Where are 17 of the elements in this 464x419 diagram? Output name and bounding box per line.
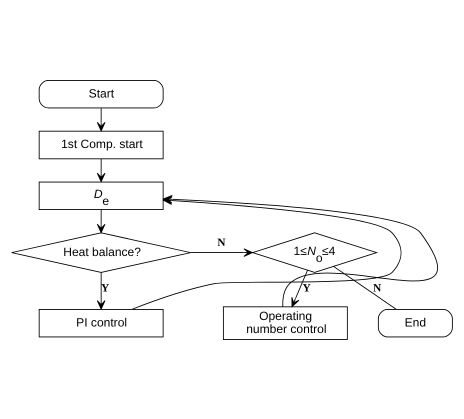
edge-label: Y (302, 282, 311, 294)
arrow (190, 248, 253, 256)
node-box: 1st Comp. start (38, 130, 164, 159)
arrow (96, 208, 106, 233)
node-diamond: Heat balance? (11, 232, 192, 272)
edge-label: N (217, 236, 226, 249)
node-box: End (378, 308, 453, 337)
arrow (96, 158, 106, 182)
arrow (96, 107, 106, 131)
arrow (291, 270, 308, 307)
node-box: Operating number control (222, 306, 348, 340)
node-box: Start (38, 80, 164, 108)
arrow (96, 272, 106, 310)
connector (333, 266, 397, 310)
node-box: PI control (38, 308, 164, 337)
edge-label: Y (101, 282, 110, 294)
edge-label: N (373, 282, 382, 294)
